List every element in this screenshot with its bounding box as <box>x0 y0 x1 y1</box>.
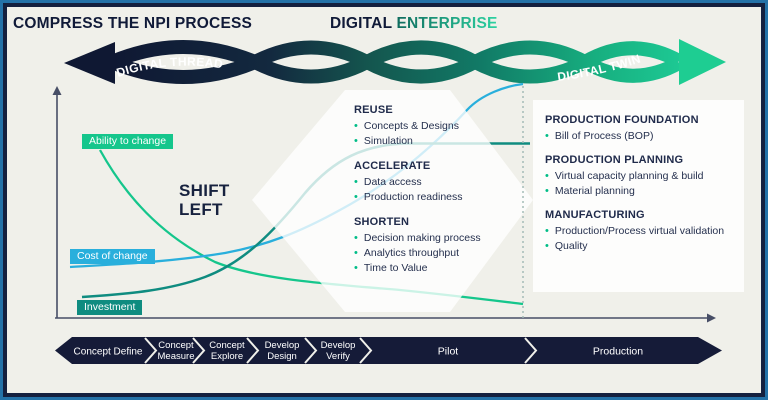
bullet-item: • Decision making process <box>354 231 529 246</box>
bullet-item-label: Material planning <box>554 185 635 197</box>
bullet-dot-icon: • <box>545 130 549 142</box>
bullet-dot-icon: • <box>545 170 549 182</box>
step-separator <box>304 337 318 364</box>
bullet-item: • Time to Value <box>354 261 529 276</box>
digital-enterprise-title: DIGITAL ENTERPRISE <box>330 15 498 33</box>
bullet-item-label: Data access <box>363 176 422 188</box>
section-reuse: REUSE • Concepts & Designs • Simulation <box>354 104 529 149</box>
left-arrowhead-icon <box>64 42 115 84</box>
bullet-dot-icon: • <box>545 240 549 252</box>
step-separator <box>144 337 158 364</box>
bullet-dot-icon: • <box>354 247 358 259</box>
digital-thread-twin-ribbon: DIGITAL THREAD DIGITAL TWIN <box>64 39 726 85</box>
process-step-label: Design <box>267 351 297 362</box>
process-step-label: Develop <box>321 340 356 351</box>
middle-panel-text: REUSE • Concepts & Designs • Simulation AC… <box>354 104 529 287</box>
bullet-dot-icon: • <box>354 135 358 147</box>
step-separator <box>524 337 538 364</box>
process-step-label: Measure <box>158 351 195 362</box>
bullet-item-label: Simulation <box>363 135 413 147</box>
process-step-label: Pilot <box>438 346 459 358</box>
ribbon-strand-b <box>109 40 683 84</box>
bullet-item-label: Quality <box>554 240 588 252</box>
bullet-item: • Data access <box>354 175 529 190</box>
right-arrowhead-icon <box>679 39 726 85</box>
bullet-dot-icon: • <box>545 185 549 197</box>
bullet-item-label: Concepts & Designs <box>363 120 459 132</box>
bullet-item-label: Production/Process virtual validation <box>554 225 725 237</box>
page-title: COMPRESS THE NPI PROCESS <box>13 15 252 33</box>
bullet-dot-icon: • <box>354 232 358 244</box>
bullet-item-label: Decision making process <box>363 232 481 244</box>
cost-of-change-badge: Cost of change <box>70 249 155 264</box>
chart-axes <box>52 86 716 323</box>
shift-left-annotation: SHIFT LEFT <box>179 181 230 220</box>
bullet-item: • Production readiness <box>354 190 529 205</box>
bullet-dot-icon: • <box>354 120 358 132</box>
process-bar-band <box>55 337 722 364</box>
bullet-dot-icon: • <box>354 262 358 274</box>
process-step-label: Develop <box>265 340 300 351</box>
process-step-label: Explore <box>211 351 243 362</box>
process-step-label: Concept <box>209 340 245 351</box>
x-axis-arrow-icon <box>707 313 716 323</box>
bullet-item-label: Analytics throughput <box>363 247 460 259</box>
section-accelerate: ACCELERATE • Data access • Production read… <box>354 160 529 205</box>
bullet-item: • Quality <box>545 239 736 254</box>
bullet-item-label: Time to Value <box>363 262 428 274</box>
section-title: REUSE <box>354 104 393 116</box>
digital-enterprise-green-part: ENTERPRISE <box>396 15 498 32</box>
y-axis-arrow-icon <box>52 86 62 95</box>
digital-enterprise-dark-part: DIGITAL <box>330 15 397 32</box>
production-card: PRODUCTION FOUNDATION • Bill of Process (… <box>533 100 744 292</box>
shift-left-chevron-panel <box>252 90 533 312</box>
bullet-item: • Concepts & Designs <box>354 119 529 134</box>
bullet-item-label: Bill of Process (BOP) <box>554 130 654 142</box>
step-separator <box>192 337 206 364</box>
section-production-foundation: PRODUCTION FOUNDATION • Bill of Process (… <box>545 114 736 144</box>
process-step-label: Production <box>593 346 643 358</box>
section-title: PRODUCTION PLANNING <box>545 154 684 166</box>
step-separator <box>359 337 373 364</box>
section-title: ACCELERATE <box>354 160 431 172</box>
compress-npi-title: COMPRESS THE NPI PROCESS <box>13 15 253 32</box>
bullet-item: • Virtual capacity planning & build <box>545 169 736 184</box>
step-separator <box>246 337 260 364</box>
section-title: PRODUCTION FOUNDATION <box>545 114 699 126</box>
bullet-dot-icon: • <box>354 176 358 188</box>
bullet-item: • Production/Process virtual validation <box>545 224 736 239</box>
section-production-planning: PRODUCTION PLANNING • Virtual capacity pl… <box>545 154 736 199</box>
bullet-item-label: Virtual capacity planning & build <box>554 170 704 182</box>
ability-to-change-badge: Ability to change <box>82 134 174 149</box>
section-manufacturing: MANUFACTURING • Production/Process virtua… <box>545 209 736 254</box>
process-step-label: Verify <box>326 351 350 362</box>
process-bar: Concept Define Concept Measure Concept E… <box>55 337 722 364</box>
bullet-item: • Bill of Process (BOP) <box>545 129 736 144</box>
bullet-item: • Simulation <box>354 134 529 149</box>
bullet-item: • Analytics throughput <box>354 246 529 261</box>
bullet-dot-icon: • <box>354 191 358 203</box>
process-step-label: Concept Define <box>74 347 143 358</box>
section-title: MANUFACTURING <box>545 209 645 221</box>
bullet-dot-icon: • <box>545 225 549 237</box>
ability-to-change-curve <box>98 149 524 306</box>
process-step-label: Concept <box>158 340 194 351</box>
bullet-item-label: Production readiness <box>363 191 463 203</box>
section-shorten: SHORTEN • Decision making process • Analyt… <box>354 216 529 276</box>
bullet-item: • Material planning <box>545 184 736 199</box>
section-title: SHORTEN <box>354 216 410 228</box>
investment-badge: Investment <box>77 300 143 315</box>
